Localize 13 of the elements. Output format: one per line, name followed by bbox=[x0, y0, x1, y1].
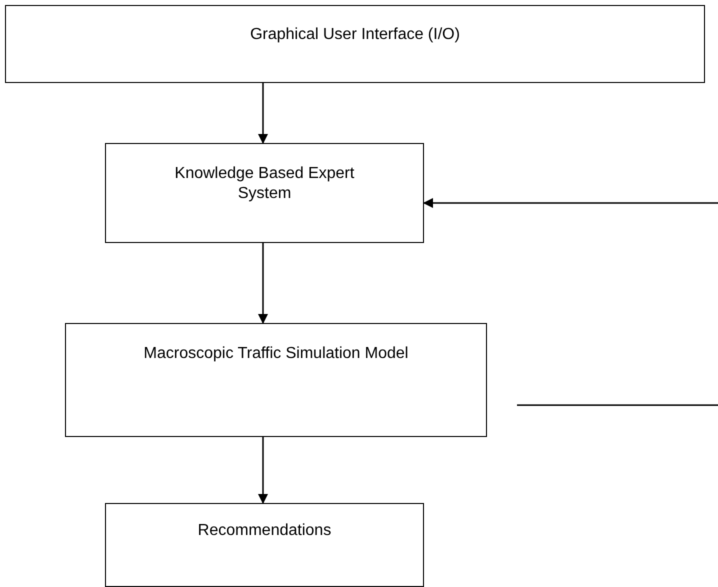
process-box bbox=[5, 5, 705, 83]
box-label: Knowledge Based Expert System bbox=[174, 164, 356, 204]
process-box bbox=[65, 323, 487, 437]
arrow bbox=[258, 437, 268, 504]
arrow bbox=[423, 198, 718, 208]
arrow bbox=[258, 243, 268, 324]
box-label: Macroscopic Traffic Simulation Model bbox=[142, 344, 410, 364]
process-box bbox=[105, 143, 424, 243]
box-label: Recommendations bbox=[196, 521, 332, 541]
box-label: Graphical User Interface (I/O) bbox=[249, 25, 461, 45]
arrow bbox=[258, 83, 268, 144]
connector-line bbox=[517, 404, 718, 406]
process-box bbox=[105, 503, 424, 587]
